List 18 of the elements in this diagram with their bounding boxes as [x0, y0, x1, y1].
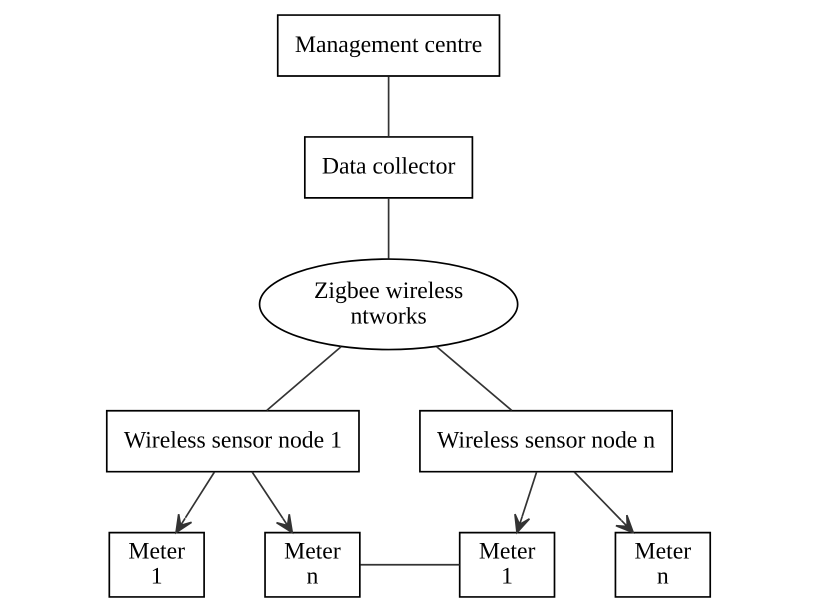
connector: [360, 564, 460, 566]
arrow: [251, 472, 294, 534]
node-box: Meter n: [264, 532, 361, 598]
node-box: Meter 1: [108, 532, 205, 598]
connector: [388, 198, 390, 258]
node-box: Meter n: [614, 532, 712, 598]
connector: [266, 346, 342, 412]
connector: [436, 346, 512, 412]
arrow: [514, 472, 538, 534]
node-box: Wireless sensor node 1: [106, 410, 360, 473]
node-box: Data collector: [304, 136, 474, 199]
arrow: [574, 471, 634, 534]
node-ellipse: Zigbee wireless ntworks: [258, 258, 519, 350]
node-box: Management centre: [276, 14, 500, 77]
node-box: Wireless sensor node n: [419, 410, 673, 473]
arrow: [175, 472, 216, 534]
node-box: Meter 1: [458, 532, 556, 598]
connector: [388, 76, 390, 137]
